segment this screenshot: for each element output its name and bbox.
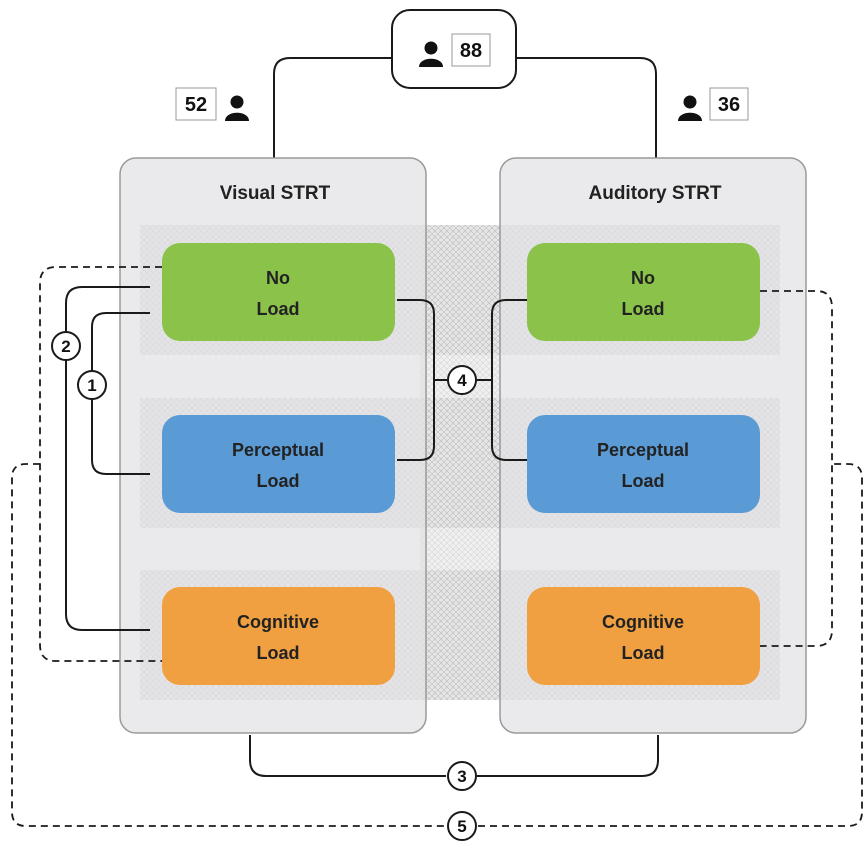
condition-label-line1: Perceptual [597,440,689,460]
dashed-auditory-no-vs-cognitive [760,290,833,647]
auditory-participant-count: 36 [718,94,740,116]
auditory-cognitive-load-box: Cognitive Load [527,587,760,685]
auditory-participants: 36 [678,87,749,121]
condition-label-line2: Load [622,471,665,491]
participant-split-lines [273,57,657,158]
condition-label-line2: Load [257,643,300,663]
visual-strt-title: Visual STRT [220,183,331,204]
comparison-badge-2: 2 [51,331,81,361]
comparison-badge-5: 5 [447,811,477,841]
visual-participant-count: 52 [185,94,207,116]
person-icon [225,95,249,121]
comparison-number: 2 [61,337,70,356]
total-participants: 88 [391,9,517,89]
comparison-4-connector [397,299,527,461]
condition-label-line2: Load [622,643,665,663]
comparison-number: 3 [457,767,466,786]
auditory-strt-title: Auditory STRT [589,183,722,204]
person-icon [678,95,702,121]
condition-label-line1: No [266,268,290,288]
auditory-no-load-box: No Load [527,243,760,341]
condition-label-line1: No [631,268,655,288]
condition-label-line2: Load [622,299,665,319]
comparison-5-connector [11,463,863,827]
comparison-number: 4 [457,371,467,390]
condition-label-line1: Cognitive [237,612,319,632]
condition-label-line2: Load [257,299,300,319]
total-participant-count: 88 [460,40,482,62]
comparison-badge-1: 1 [77,370,107,400]
comparison-number: 1 [87,376,96,395]
comparison-badge-3: 3 [447,761,477,791]
visual-no-load-box: No Load [162,243,395,341]
condition-label-line1: Perceptual [232,440,324,460]
comparison-3-connector [249,735,659,777]
comparison-badge-4: 4 [447,365,477,395]
visual-perceptual-load-box: Perceptual Load [162,415,395,513]
condition-label-line2: Load [257,471,300,491]
comparison-number: 5 [457,817,466,836]
visual-participants: 52 [175,87,249,121]
auditory-perceptual-load-box: Perceptual Load [527,415,760,513]
visual-cognitive-load-box: Cognitive Load [162,587,395,685]
comparison-2-connector [65,286,150,631]
condition-label-line1: Cognitive [602,612,684,632]
